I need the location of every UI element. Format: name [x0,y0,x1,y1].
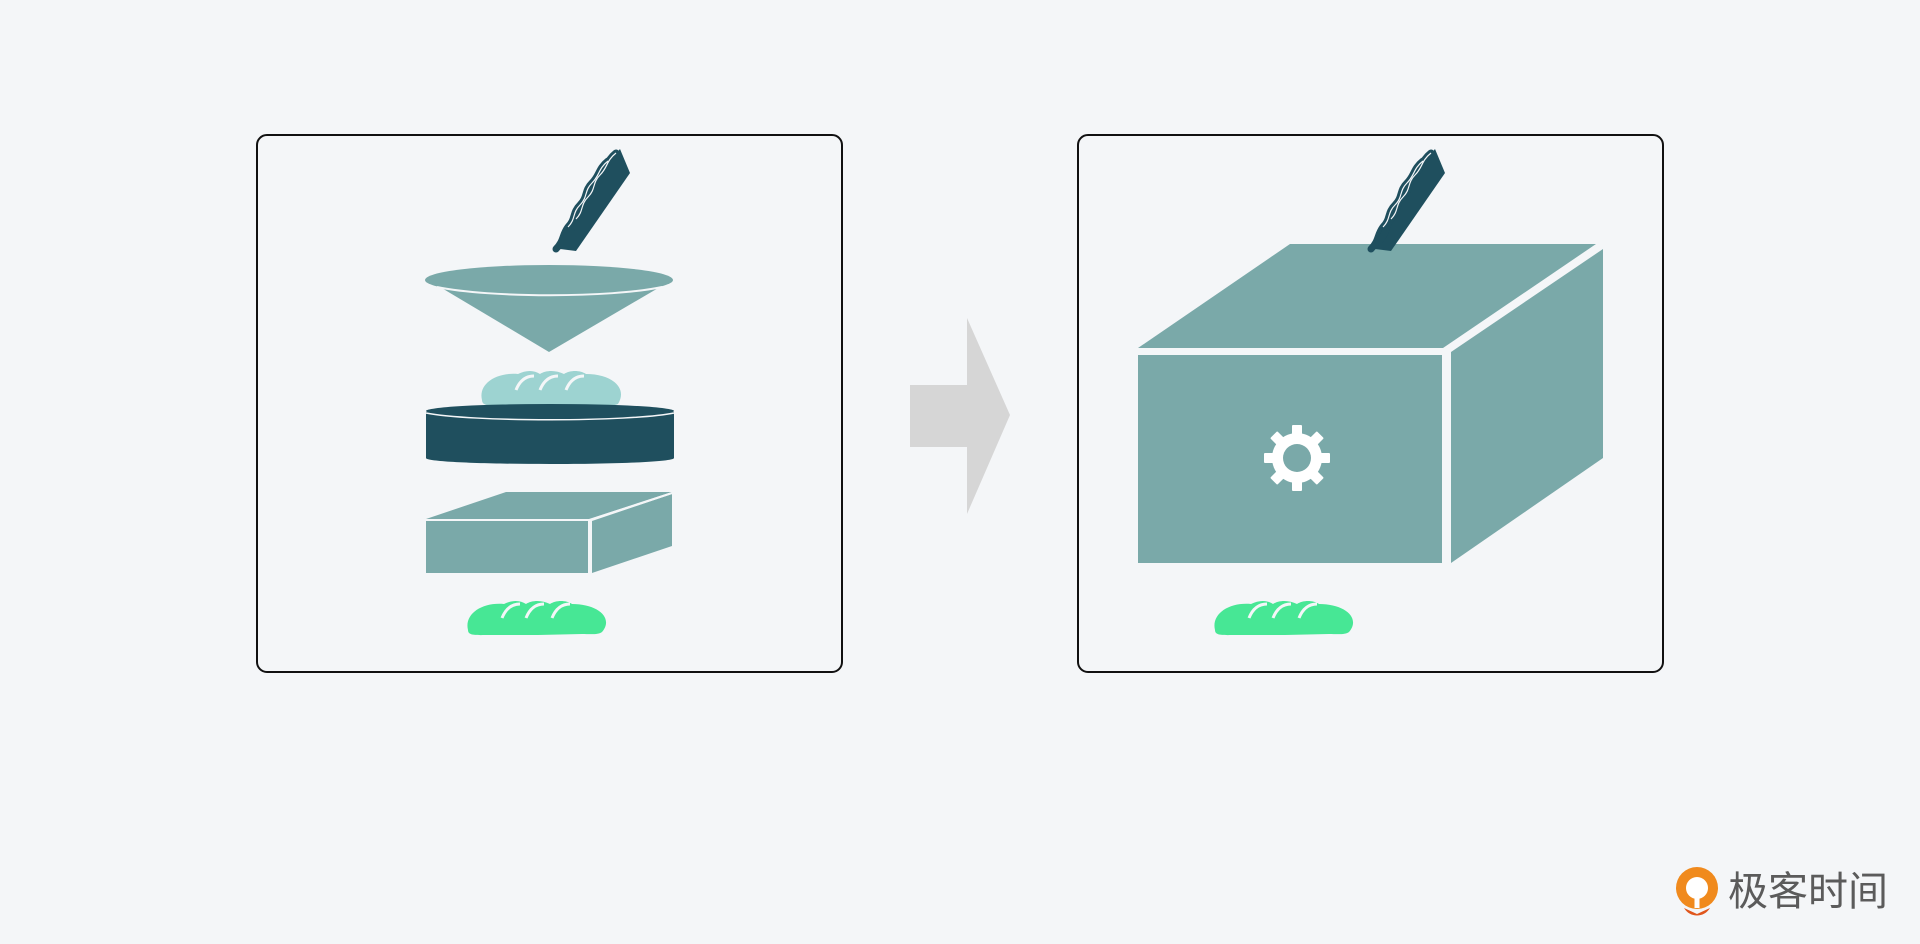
utensil-icon-right [1371,149,1445,251]
left-panel [256,134,843,673]
bread-light-icon [481,371,622,406]
right-arrow-icon [910,318,1010,514]
gear-icon [1264,425,1330,491]
bread-green-icon-left [467,601,607,636]
geektime-logo-icon [1676,867,1718,916]
right-panel [1077,134,1664,673]
utensil-icon-left [556,149,630,251]
bread-green-icon-right [1214,601,1354,636]
large-box-component [1136,243,1603,566]
cylinder-component [425,404,675,464]
funnel-component [425,265,673,352]
cuboid-component [426,492,673,573]
brand-logo: 极客时间 [1672,862,1888,922]
brand-name: 极客时间 [1728,869,1888,915]
